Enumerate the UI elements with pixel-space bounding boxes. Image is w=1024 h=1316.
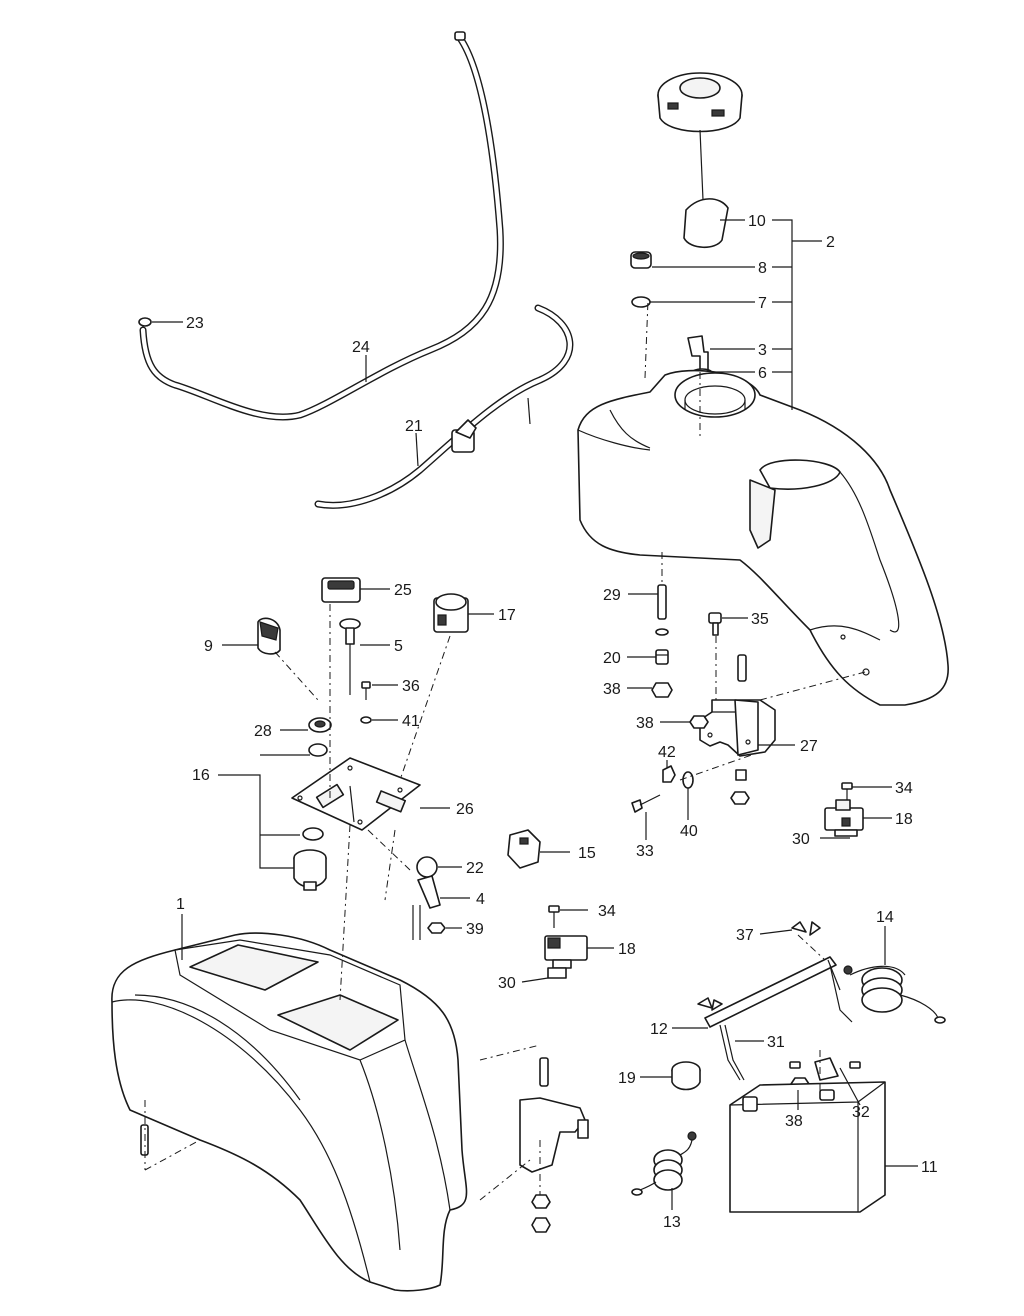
callout-13: 13 xyxy=(663,1214,681,1231)
bolt-33 xyxy=(631,794,661,813)
callout-6: 6 xyxy=(758,365,767,382)
callout-1: 1 xyxy=(176,896,185,913)
cable-14 xyxy=(843,965,946,1024)
toggle-switch-25 xyxy=(321,577,361,603)
callout-9: 9 xyxy=(204,638,213,655)
callout-27: 27 xyxy=(800,738,818,755)
switch-15 xyxy=(507,829,541,869)
callout-30-left: 30 xyxy=(498,975,516,992)
callout-39: 39 xyxy=(466,921,484,938)
callout-24: 24 xyxy=(352,339,370,356)
callout-2: 2 xyxy=(826,234,835,251)
callout-42: 42 xyxy=(658,744,676,761)
assembly-lines xyxy=(144,299,866,1201)
screw-36 xyxy=(361,681,371,700)
callout-30-right: 30 xyxy=(792,831,810,848)
bracket-27 xyxy=(699,699,776,757)
callout-26: 26 xyxy=(456,801,474,818)
bracket-nut-stack xyxy=(730,769,750,805)
callout-12: 12 xyxy=(650,1021,668,1038)
callout-22: 22 xyxy=(466,860,484,877)
callout-7: 7 xyxy=(758,295,767,312)
callout-34-left: 34 xyxy=(598,903,616,920)
callout-18-right: 18 xyxy=(895,811,913,828)
callout-33: 33 xyxy=(636,843,654,860)
seat-pod-1 xyxy=(111,932,468,1292)
pin-29 xyxy=(655,584,669,636)
light-switch-17 xyxy=(433,593,469,633)
knob-9 xyxy=(257,617,281,655)
callout-10: 10 xyxy=(748,213,766,230)
callout-17: 17 xyxy=(498,607,516,624)
callout-5: 5 xyxy=(394,638,403,655)
lever-4 xyxy=(412,875,441,940)
callout-25: 25 xyxy=(394,582,412,599)
callout-4: 4 xyxy=(476,891,485,908)
ignition-switch-16 xyxy=(293,827,327,891)
callout-41: 41 xyxy=(402,713,420,730)
callout-40: 40 xyxy=(680,823,698,840)
panel-plate-26 xyxy=(291,757,421,831)
terminal-32 xyxy=(789,1057,861,1081)
ball-22 xyxy=(416,856,438,878)
callout-3: 3 xyxy=(758,342,767,359)
callout-8: 8 xyxy=(758,260,767,277)
fuel-cap-10 xyxy=(657,72,743,249)
callout-21: 21 xyxy=(405,418,423,435)
nut-42 xyxy=(662,765,676,783)
callout-20: 20 xyxy=(603,650,621,667)
callout-16: 16 xyxy=(192,767,210,784)
callout-38-top: 38 xyxy=(603,681,621,698)
callout-11: 11 xyxy=(921,1159,938,1176)
choke-cable-5 xyxy=(339,618,361,695)
callout-23: 23 xyxy=(186,315,204,332)
switch-18-left xyxy=(544,935,588,979)
hose-clamp-23 xyxy=(138,31,466,327)
fuel-line-21 xyxy=(314,304,574,509)
rod-31 xyxy=(719,964,853,1081)
hold-down-bar-12 xyxy=(697,956,841,1028)
nut-38-b xyxy=(689,715,709,729)
bolt-35 xyxy=(708,612,722,636)
screw-34-right xyxy=(841,782,853,800)
callout-31: 31 xyxy=(767,1034,785,1051)
pin-unlabeled xyxy=(737,654,747,682)
callout-29: 29 xyxy=(603,587,621,604)
fuel-tank-2 xyxy=(577,369,949,706)
callout-15: 15 xyxy=(578,845,596,862)
nut-20 xyxy=(655,649,669,665)
callout-38-bottom: 38 xyxy=(785,1113,803,1130)
callout-35: 35 xyxy=(751,611,769,628)
callout-37: 37 xyxy=(736,927,754,944)
washer-41 xyxy=(360,716,372,724)
switch-18-right xyxy=(824,799,864,837)
callout-34-right: 34 xyxy=(895,780,913,797)
bracket-bottom xyxy=(519,1057,589,1233)
vent-valve-8 xyxy=(630,251,652,308)
callout-18-left: 18 xyxy=(618,941,636,958)
callout-32: 32 xyxy=(852,1104,870,1121)
nut-38-a xyxy=(651,682,673,698)
callout-28: 28 xyxy=(254,723,272,740)
nut-28 xyxy=(308,717,332,757)
callout-19: 19 xyxy=(618,1070,636,1087)
leader-lines xyxy=(152,219,918,1210)
washer-40 xyxy=(682,771,694,789)
callout-38-mid: 38 xyxy=(636,715,654,732)
screw-34-left xyxy=(548,905,560,928)
nut-39 xyxy=(427,922,446,934)
hose-24 xyxy=(139,34,504,421)
callout-36: 36 xyxy=(402,678,420,695)
wing-nut-37 xyxy=(791,921,821,936)
terminal-cap-19 xyxy=(671,1061,701,1091)
callout-labels: 1 2 3 4 5 6 7 8 9 10 11 12 13 14 15 16 1… xyxy=(176,213,938,1231)
cable-13 xyxy=(631,1131,697,1196)
callout-14: 14 xyxy=(876,909,894,926)
battery-11 xyxy=(729,1081,886,1213)
